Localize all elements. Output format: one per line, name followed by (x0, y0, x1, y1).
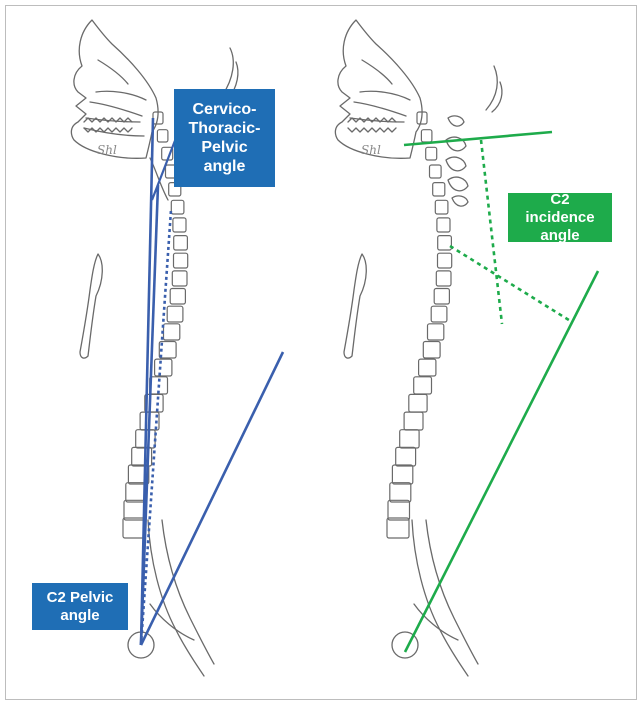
vertebra (436, 271, 451, 286)
vertebra (167, 306, 183, 322)
vertebra (387, 518, 409, 538)
vertebra (123, 518, 145, 538)
c2-incidence-dotted (450, 246, 572, 322)
vertebra (171, 200, 184, 214)
right-vertebrae (387, 112, 452, 538)
vertebra (173, 218, 186, 232)
vertebra (155, 359, 172, 376)
vertebra (400, 430, 419, 448)
vertebra (431, 306, 447, 322)
vertebra (170, 289, 185, 305)
left-measurement-lines (141, 118, 283, 645)
vertebra (392, 465, 412, 484)
vertebra (396, 447, 416, 466)
vertebra (174, 253, 188, 268)
vertebra (388, 500, 410, 520)
c2-incidence-angle-label: C2 incidence angle (508, 193, 612, 242)
vertebra (419, 359, 436, 376)
vertebra (124, 500, 146, 520)
vertebra (421, 130, 432, 142)
vertebra (423, 342, 440, 359)
artist-signature-right: Shl (361, 143, 381, 157)
ctp-angle-label: Cervico-Thoracic-Pelvic angle (174, 89, 275, 187)
vertebra (438, 236, 452, 250)
mcgregor-line (404, 132, 552, 145)
c2-to-hip-line (405, 271, 598, 652)
artist-signature-left: Shl (97, 143, 117, 157)
vertebra (430, 165, 442, 178)
c2-pelvic-angle-label: C2 Pelvic angle (32, 583, 128, 630)
c2-perpendicular-dotted (481, 140, 502, 324)
c2-pelvic-line (141, 352, 283, 645)
right-skull-sketch (335, 20, 502, 676)
vertebra (404, 412, 423, 430)
vertebra (390, 483, 411, 502)
vertebra (157, 130, 168, 142)
vertebra (435, 200, 448, 214)
vertebra (428, 324, 444, 340)
vertebra (438, 253, 452, 268)
vertebra (426, 147, 437, 160)
vertebra (172, 271, 187, 286)
vertebra (433, 183, 445, 196)
vertebra (414, 377, 432, 394)
vertebra (164, 324, 180, 340)
vertebra (409, 394, 427, 412)
vertebra (437, 218, 450, 232)
vertebra (174, 236, 188, 250)
vertebra (434, 289, 449, 305)
